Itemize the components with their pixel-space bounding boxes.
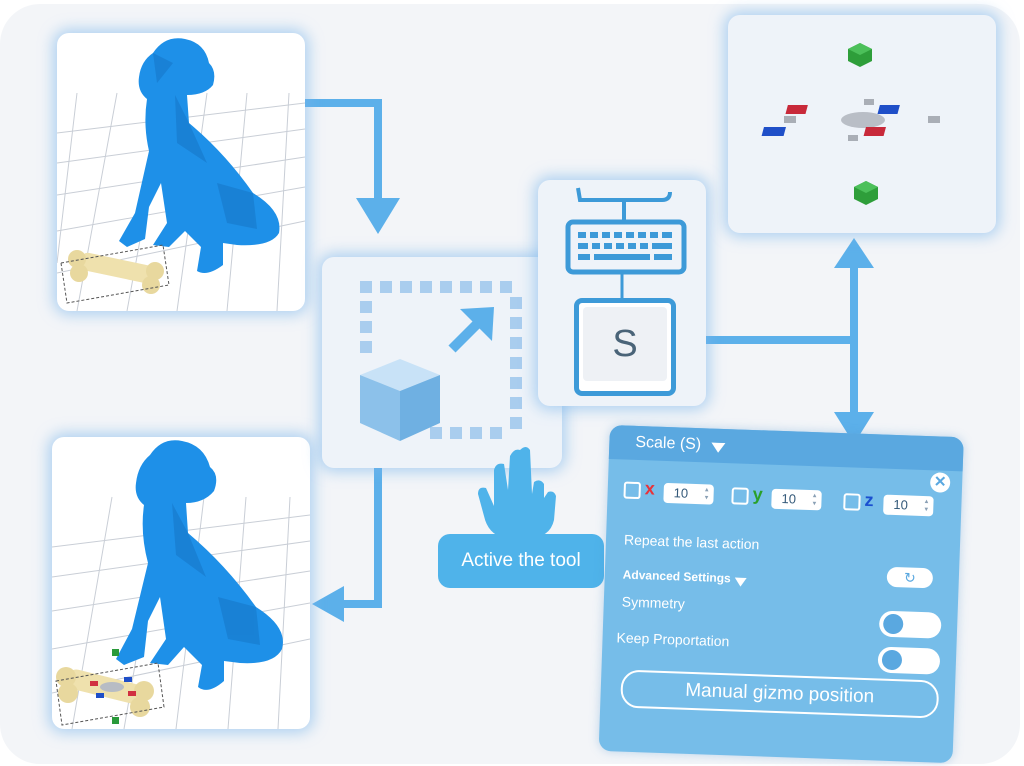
y-axis-label: y	[752, 484, 764, 505]
cube-icon	[360, 359, 440, 441]
z-value-input[interactable]: 10 ▲▼	[883, 494, 934, 517]
arrow-tool-to-bottom	[342, 468, 382, 608]
x-axis-label: x	[644, 478, 656, 499]
scale-tool-card[interactable]	[322, 257, 562, 468]
arrowhead-left	[312, 586, 344, 622]
scale-tool-icon	[360, 281, 522, 441]
redo-icon[interactable]: ↻	[886, 566, 934, 589]
arrowhead-down	[356, 198, 400, 234]
gizmo-y-top	[848, 43, 872, 67]
advanced-dropdown-triangle-icon[interactable]	[734, 577, 747, 587]
keyboard-shortcut-card: S	[538, 180, 706, 406]
advanced-settings-label[interactable]: Advanced Settings	[622, 567, 731, 586]
x-checkbox[interactable]	[623, 481, 642, 500]
x-value-input[interactable]: 10 ▲▼	[663, 482, 714, 505]
arrowhead-up	[834, 238, 874, 268]
symmetry-toggle[interactable]	[878, 610, 942, 639]
y-value-input[interactable]: 10 ▲▼	[771, 488, 822, 511]
bone-model	[68, 250, 164, 294]
active-tool-button[interactable]: Active the tool	[438, 534, 604, 588]
dropdown-triangle-icon[interactable]	[711, 442, 726, 453]
symmetry-label: Symmetry	[621, 593, 686, 612]
z-value: 10	[893, 496, 909, 513]
dog-scene-original	[57, 38, 305, 311]
z-axis-label: z	[864, 489, 874, 511]
x-stepper[interactable]: ▲▼	[703, 487, 710, 502]
manual-gizmo-position-button[interactable]: Manual gizmo position	[620, 669, 940, 719]
z-stepper[interactable]: ▲▼	[923, 498, 930, 514]
arrow-top-to-tool	[304, 99, 382, 200]
gizmo-y-bottom	[854, 181, 878, 205]
dog-model	[119, 38, 280, 273]
s-key-label: S	[612, 323, 638, 365]
y-stepper[interactable]: ▲▼	[811, 493, 818, 508]
y-checkbox[interactable]	[731, 487, 749, 505]
dog-gizmo-card	[52, 437, 310, 729]
repeat-label: Repeat the last action	[623, 531, 760, 553]
gizmo-icon	[761, 43, 940, 205]
y-value: 10	[781, 491, 797, 507]
x-value: 10	[673, 485, 689, 501]
pointer-hand-icon	[478, 447, 556, 538]
arrowhead-down-right	[834, 412, 874, 444]
close-icon[interactable]: ✕	[929, 472, 951, 493]
dog-model-card	[57, 33, 305, 311]
s-key: S	[574, 298, 676, 396]
scale-panel-title: Scale (S)	[635, 433, 702, 454]
scale-panel: Scale (S) ✕ x 10 ▲▼ y 10 ▲▼ z 10 ▲▼ Repeat …	[598, 425, 964, 764]
keep-proportion-label: Keep Proportation	[616, 629, 730, 650]
gizmo-center	[841, 112, 885, 128]
z-checkbox[interactable]	[843, 493, 861, 511]
keyboard-icon	[565, 187, 687, 298]
gizmo-mini	[90, 649, 136, 724]
keep-proportion-toggle[interactable]	[877, 646, 941, 675]
dog-scene-gizmo	[52, 440, 310, 729]
gizmo-preview-card	[728, 15, 996, 233]
dog-model	[116, 440, 283, 690]
